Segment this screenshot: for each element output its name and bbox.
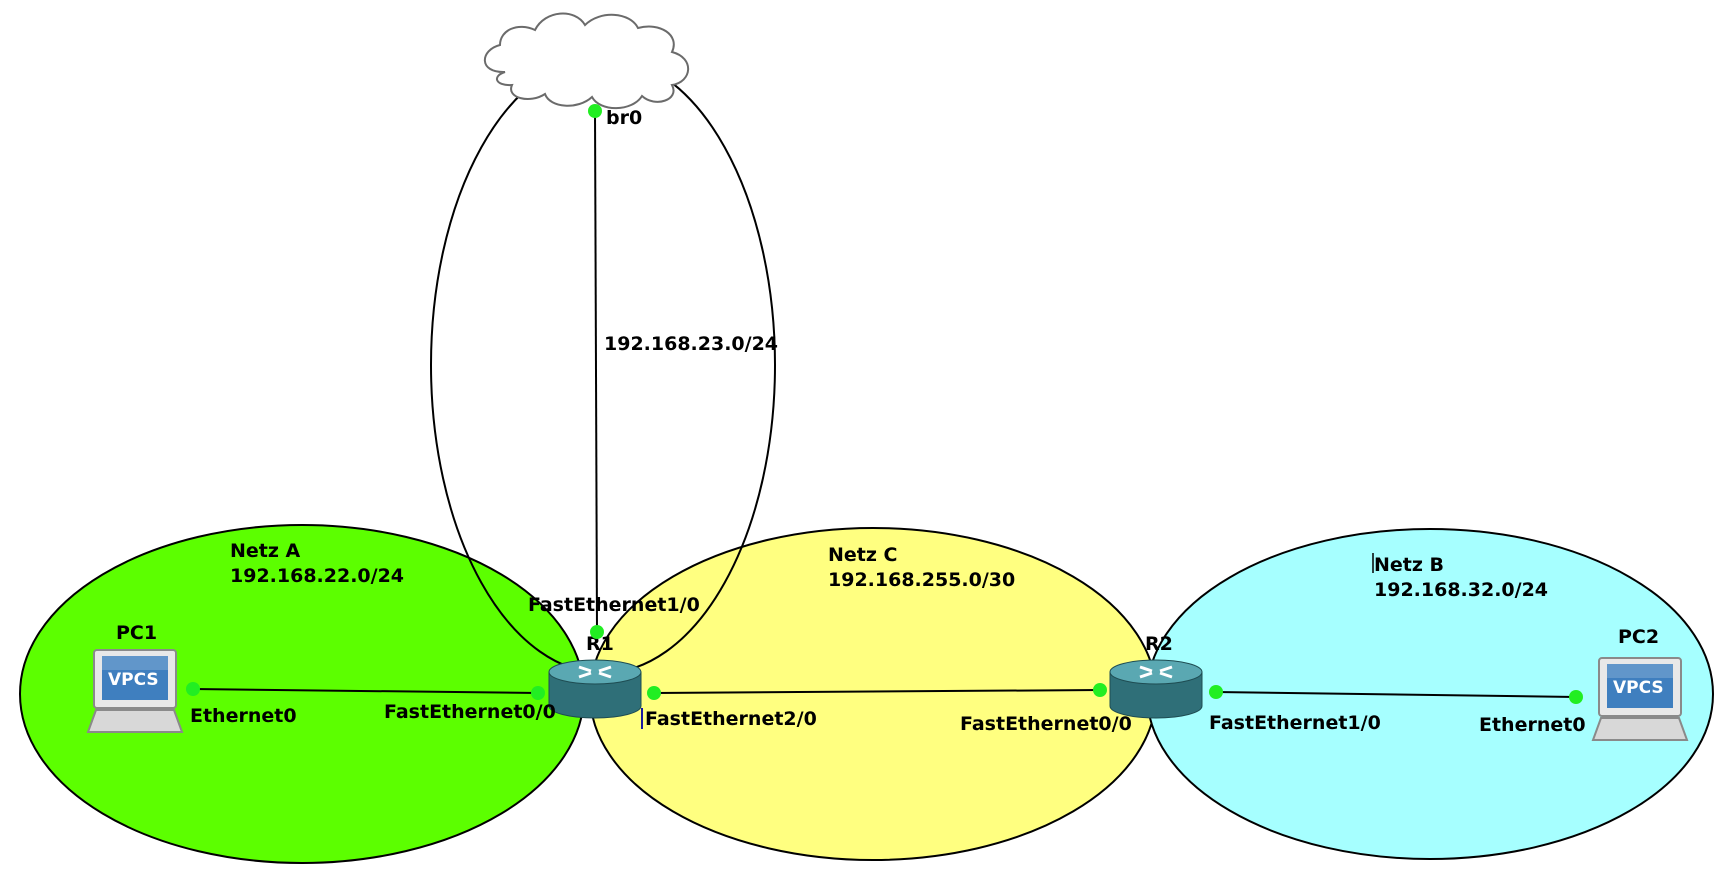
pc1-screen-text: VPCS bbox=[108, 670, 159, 690]
link-cloud-r1[interactable] bbox=[594, 110, 598, 633]
link-r1-r2[interactable] bbox=[653, 689, 1101, 694]
r1-port-up-label: FastEthernet1/0 bbox=[528, 594, 700, 616]
r1-port-left-dot[interactable] bbox=[531, 686, 545, 700]
pc2-screen-text: VPCS bbox=[1613, 678, 1664, 698]
computer-icon bbox=[86, 649, 184, 733]
netz-a-name: Netz A bbox=[230, 540, 301, 562]
netz-b-subnet: 192.168.32.0/24 bbox=[1374, 579, 1548, 601]
pc1-node[interactable]: VPCS bbox=[86, 649, 184, 733]
pc2-node[interactable]: VPCS bbox=[1591, 657, 1689, 741]
r1-port-right-label: FastEthernet2/0 bbox=[645, 708, 817, 730]
pc2-port-dot[interactable] bbox=[1569, 690, 1583, 704]
r1-port-up-dot[interactable] bbox=[590, 625, 604, 639]
link-r2-pc2[interactable] bbox=[1215, 691, 1577, 698]
netz-a-subnet: 192.168.22.0/24 bbox=[230, 565, 404, 587]
r2-port-right-dot[interactable] bbox=[1209, 685, 1223, 699]
internet-subnet-label: 192.168.23.0/24 bbox=[604, 333, 778, 355]
cloud-port-label: br0 bbox=[606, 107, 642, 129]
pc2-port-label: Ethernet0 bbox=[1479, 714, 1586, 736]
router-icon bbox=[1109, 659, 1203, 719]
netz-c-name: Netz C bbox=[828, 544, 898, 566]
netz-c-subnet: 192.168.255.0/30 bbox=[828, 569, 1015, 591]
router-icon bbox=[548, 659, 642, 719]
cloud-port-dot[interactable] bbox=[588, 104, 602, 118]
netz-b-name: Netz B bbox=[1374, 554, 1444, 576]
cloud-node[interactable] bbox=[483, 12, 690, 110]
pc1-port-label: Ethernet0 bbox=[190, 705, 297, 727]
r2-port-left-label: FastEthernet0/0 bbox=[960, 713, 1132, 735]
computer-icon bbox=[1591, 657, 1689, 741]
r1-port-right-dot[interactable] bbox=[647, 686, 661, 700]
link-pc1-r1[interactable] bbox=[192, 688, 539, 694]
r1-label: R1 bbox=[586, 633, 614, 655]
pc1-label: PC1 bbox=[116, 622, 157, 644]
r2-label: R2 bbox=[1145, 633, 1173, 655]
r2-port-right-label: FastEthernet1/0 bbox=[1209, 712, 1381, 734]
r2-port-left-dot[interactable] bbox=[1093, 683, 1107, 697]
cloud-icon bbox=[483, 12, 690, 110]
pc1-port-dot[interactable] bbox=[186, 682, 200, 696]
r1-node[interactable] bbox=[548, 659, 642, 719]
pc2-label: PC2 bbox=[1618, 626, 1659, 648]
r2-node[interactable] bbox=[1109, 659, 1203, 719]
r1-port-left-label: FastEthernet0/0 bbox=[384, 701, 556, 723]
